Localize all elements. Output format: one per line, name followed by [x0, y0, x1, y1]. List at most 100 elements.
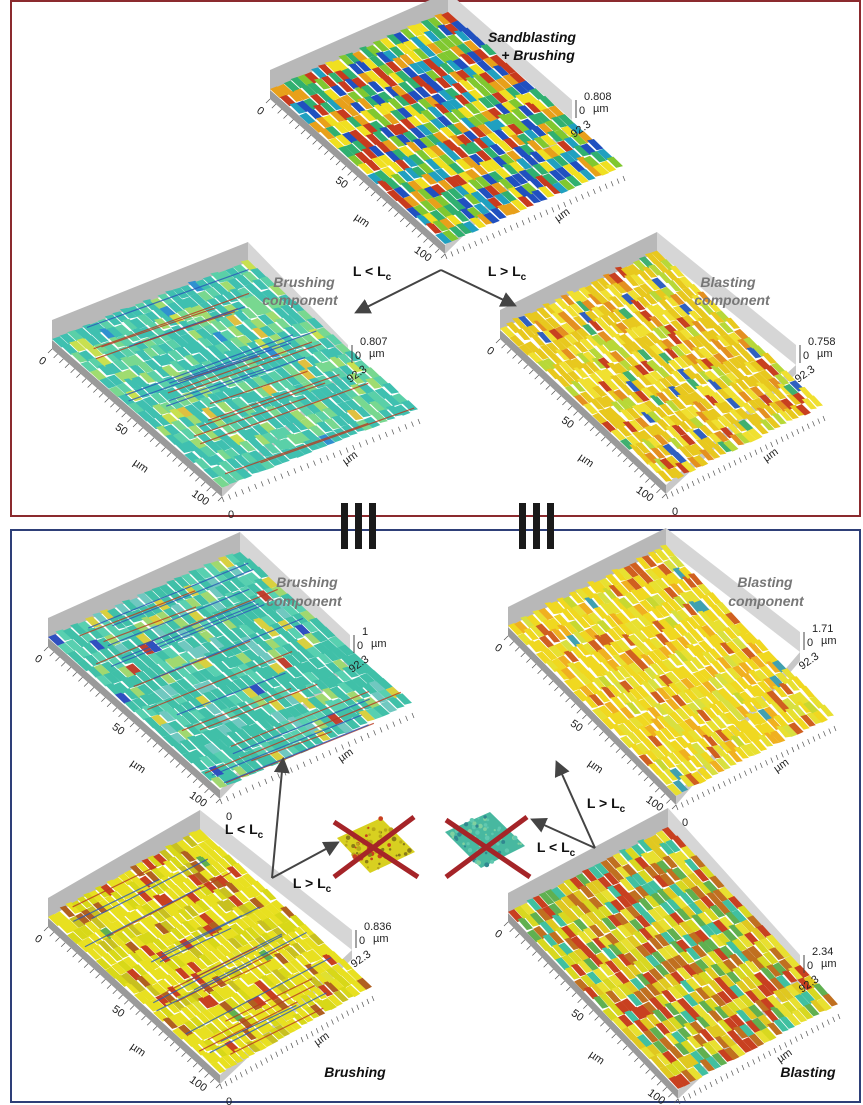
- surface-streak: [150, 906, 260, 963]
- surface-facet: [127, 402, 145, 414]
- surface-facet: [687, 573, 704, 586]
- surface-facet: [745, 1019, 761, 1033]
- surface-facet: [215, 987, 231, 1000]
- surface-facet: [261, 888, 277, 901]
- surface-facet: [575, 616, 591, 629]
- surface-facet: [329, 356, 347, 368]
- surface-facet: [578, 630, 594, 643]
- surface-facet: [638, 571, 655, 585]
- axis-tick: [509, 641, 514, 646]
- surface-facet: [459, 53, 477, 65]
- surface-facet: [629, 948, 646, 962]
- surface-facet: [654, 604, 671, 618]
- surface-streak: [177, 342, 291, 383]
- surface-facet: [609, 322, 625, 334]
- surface-facet: [641, 738, 657, 751]
- surface-facet: [484, 94, 502, 106]
- surface-facet: [282, 412, 300, 424]
- surface-facet: [526, 139, 544, 152]
- surface-facet: [670, 345, 686, 357]
- axis-tick: [791, 746, 795, 753]
- surface-facet: [313, 78, 331, 90]
- surface-facet: [708, 731, 725, 744]
- surface-facet: [416, 124, 433, 136]
- axis-tick: [545, 385, 551, 390]
- surface-facet: [740, 375, 756, 387]
- surface-facet: [150, 344, 168, 356]
- surface-facet: [688, 962, 705, 976]
- surface-facet: [132, 659, 150, 672]
- surface-facet: [433, 40, 450, 52]
- surface-facet: [723, 682, 739, 696]
- surface-facet: [156, 907, 172, 920]
- surface-facet: [101, 953, 118, 966]
- surface-facet: [583, 986, 600, 1000]
- surface-facet: [264, 638, 282, 651]
- surface-facet: [319, 348, 337, 360]
- surface-facet: [610, 401, 626, 413]
- surface-facet: [365, 707, 383, 720]
- axis-tick: [789, 1039, 793, 1045]
- surface-facet: [630, 299, 646, 311]
- surface-facet: [604, 932, 621, 946]
- surface-facet: [226, 866, 242, 878]
- surface-facet: [638, 725, 654, 738]
- surface-facet: [634, 390, 650, 402]
- title-top-blasting-line2: component: [694, 292, 771, 308]
- surface-facet: [227, 1051, 244, 1064]
- surface-facet: [512, 83, 529, 95]
- surface-facet: [151, 307, 169, 318]
- surface-facet: [510, 108, 528, 120]
- surface-facet: [576, 672, 592, 685]
- surface-facet: [648, 316, 665, 328]
- surface-facet: [53, 911, 70, 924]
- axis-tick: [639, 1063, 645, 1068]
- axis-tick: [318, 145, 323, 150]
- surface-facet: [709, 338, 726, 350]
- axis-tick: [382, 202, 387, 207]
- surface-facet: [671, 451, 687, 464]
- surface-facet: [631, 902, 648, 916]
- surface-facet: [605, 573, 621, 587]
- surface-facet: [742, 729, 758, 742]
- surface-facet: [633, 1019, 650, 1033]
- axis-tick: [241, 489, 244, 495]
- surface-facet: [62, 627, 80, 640]
- surface-facet: [643, 865, 660, 879]
- surface-facet: [416, 188, 434, 200]
- surface-facet: [665, 898, 682, 912]
- surface-facet: [584, 284, 600, 297]
- axis-tick: [265, 1057, 268, 1063]
- x-tick-label: 0: [32, 933, 44, 946]
- surface-facet: [737, 364, 753, 376]
- surface-facet: [597, 675, 614, 688]
- surface-facet: [270, 439, 288, 451]
- surface-facet: [153, 599, 171, 611]
- surface-facet: [250, 967, 266, 980]
- surface-facet: [505, 150, 523, 162]
- surface-facet: [293, 662, 311, 674]
- surface-facet: [246, 954, 263, 966]
- surface-facet: [348, 420, 366, 432]
- surface-facet: [242, 987, 258, 1000]
- surface-facet: [509, 134, 527, 146]
- surface-facet: [184, 636, 202, 649]
- surface-facet: [605, 284, 622, 296]
- surface-facet: [257, 314, 275, 326]
- surface-facet: [163, 424, 181, 436]
- surface-facet: [583, 155, 600, 168]
- surface-facet: [245, 885, 262, 898]
- surface-facet: [566, 634, 582, 647]
- surface-facet: [617, 983, 634, 997]
- surface-facet: [243, 901, 259, 914]
- axis-tick: [300, 1036, 304, 1043]
- surface-facet: [201, 1009, 217, 1022]
- surface-facet: [642, 266, 658, 278]
- surface-facet: [316, 90, 334, 102]
- surface-facet: [316, 958, 332, 971]
- surface-facet: [747, 428, 763, 440]
- surface-facet: [672, 924, 689, 938]
- title-plus-brushing: + Brushing: [501, 47, 575, 63]
- surface-facet: [390, 173, 408, 185]
- surface-facet: [230, 755, 248, 767]
